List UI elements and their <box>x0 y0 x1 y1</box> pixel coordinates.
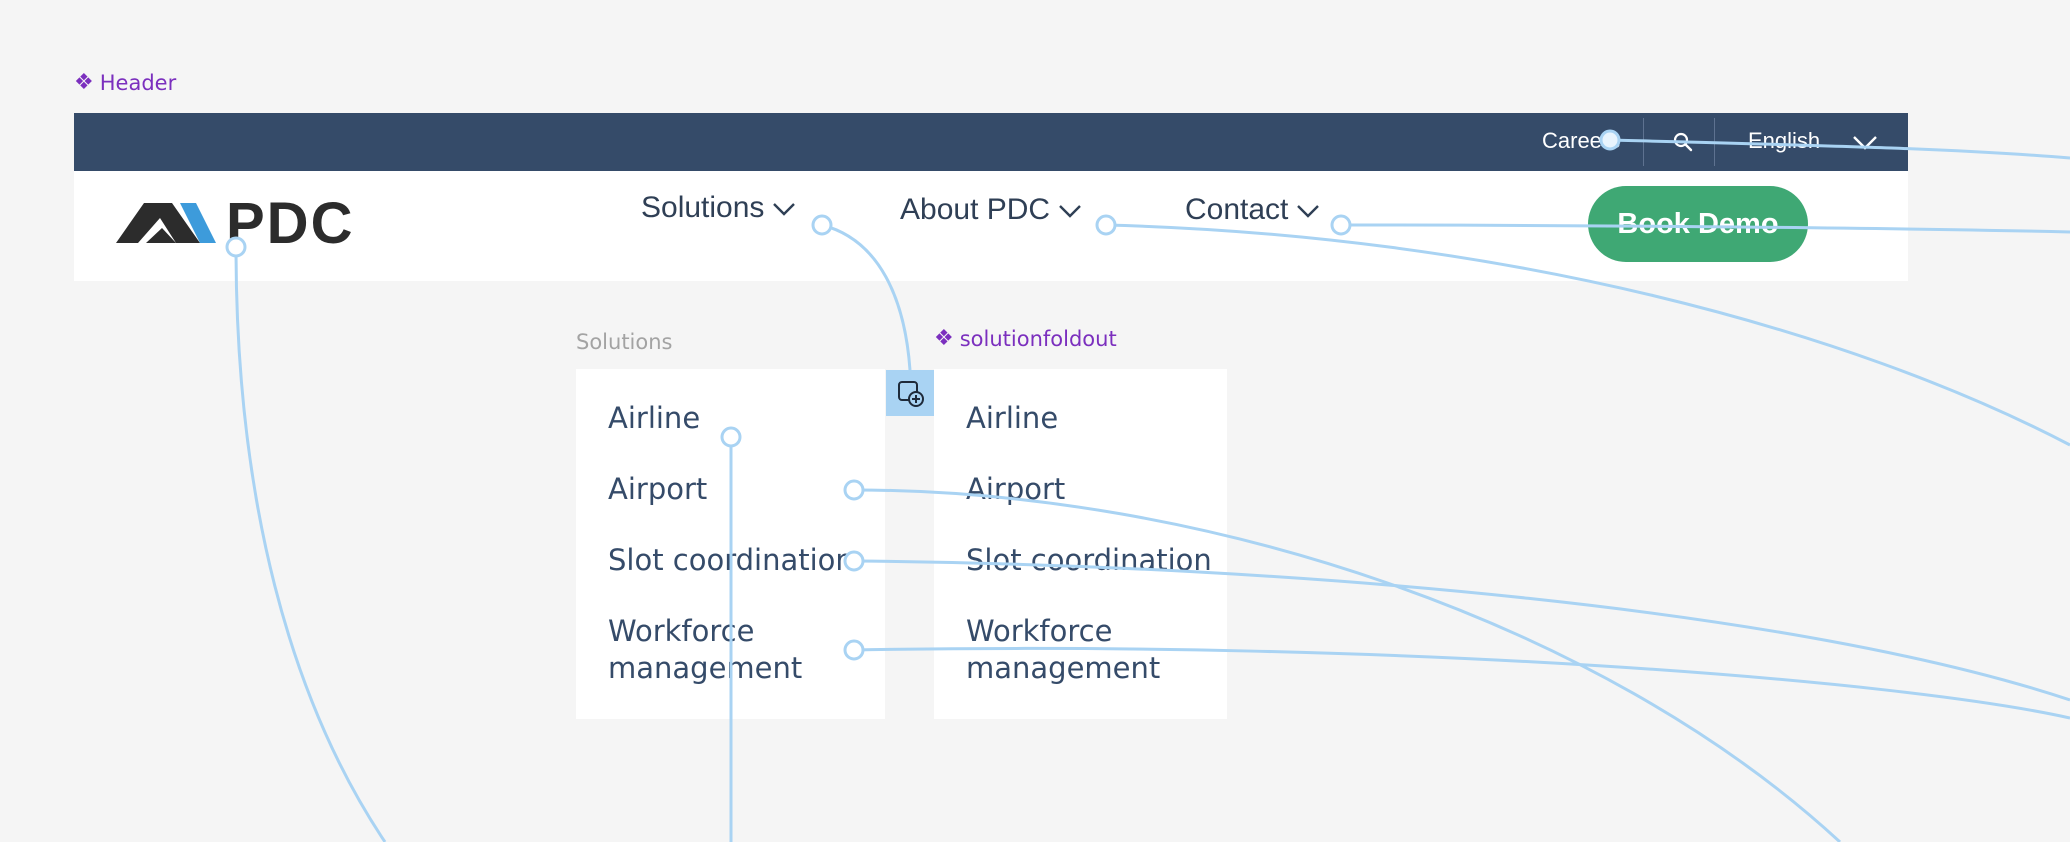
foldout-item-slot-coordination[interactable]: Slot coordination <box>966 543 1212 577</box>
nav-about[interactable]: About PDC <box>900 193 1082 227</box>
menu-item-slot-coordination[interactable]: Slot coordination <box>608 543 854 577</box>
chevron-down-icon <box>1058 193 1082 227</box>
logo-text: PDC <box>226 191 355 256</box>
foldout-item-airline[interactable]: Airline <box>966 401 1059 435</box>
book-demo-button[interactable]: Book Demo <box>1588 186 1808 262</box>
menu-item-workforce-management[interactable]: Workforce management <box>608 614 803 685</box>
chevron-down-icon <box>1296 193 1320 227</box>
foldout-component-label[interactable]: ❖ solutionfoldout <box>934 326 1117 351</box>
menu-item-airport[interactable]: Airport <box>608 472 708 506</box>
pdc-logo[interactable]: PDC <box>116 191 376 256</box>
careers-link[interactable]: Careers <box>1542 128 1621 153</box>
solutions-menu: Airline Airport Slot coordination Workfo… <box>576 369 885 719</box>
connection-line <box>234 246 387 842</box>
nav-contact[interactable]: Contact <box>1185 193 1320 227</box>
solution-foldout: Airline Airport Slot coordination Workfo… <box>934 369 1227 719</box>
search-icon[interactable] <box>1670 129 1696 159</box>
divider <box>1714 118 1715 166</box>
chevron-down-icon <box>772 191 796 225</box>
nav-solutions[interactable]: Solutions <box>641 191 796 225</box>
menu-item-airline[interactable]: Airline <box>608 401 701 435</box>
solutions-frame-label[interactable]: Solutions <box>576 330 673 354</box>
language-select[interactable]: English <box>1748 128 1821 153</box>
foldout-item-workforce-management[interactable]: Workforce management <box>966 614 1161 685</box>
instance-swap-icon[interactable] <box>886 370 934 416</box>
top-bar: Careers English <box>74 113 1908 171</box>
component-icon: ❖ <box>74 70 94 95</box>
main-nav-bar: PDC Solutions About PDC Contact Book Dem… <box>74 171 1908 281</box>
header-component-label[interactable]: ❖ Header <box>74 70 177 95</box>
divider <box>1643 118 1644 166</box>
header: Careers English PDC Solutions <box>74 113 1908 281</box>
chevron-down-icon[interactable] <box>1852 135 1878 155</box>
component-icon: ❖ <box>934 326 954 351</box>
foldout-item-airport[interactable]: Airport <box>966 472 1066 506</box>
